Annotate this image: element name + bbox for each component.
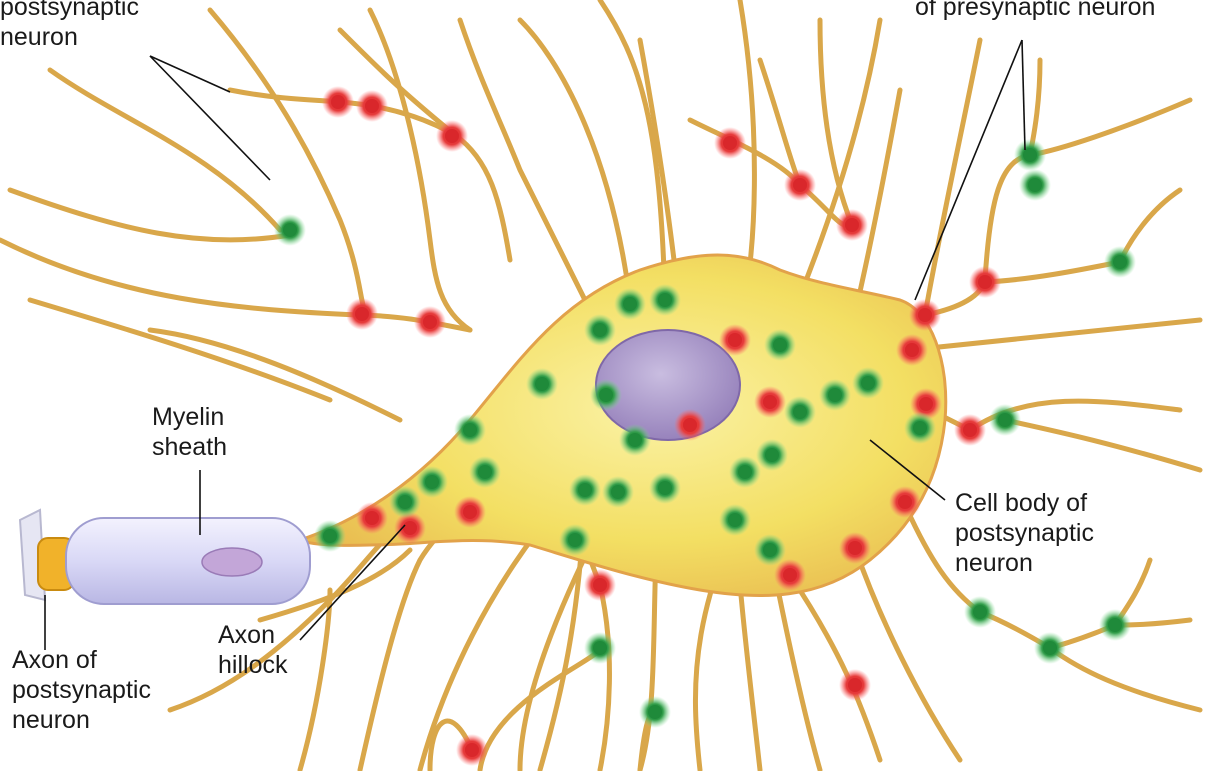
label-text: neuron bbox=[12, 705, 151, 735]
excitatory-synapse-terminal bbox=[898, 495, 912, 509]
label-cell-body: Cell body of postsynaptic neuron bbox=[955, 488, 1094, 578]
label-text: postsynaptic bbox=[12, 675, 151, 705]
inhibitory-synapse-terminal bbox=[861, 376, 875, 390]
excitatory-synapse-terminal bbox=[919, 397, 933, 411]
label-text: hillock bbox=[218, 650, 287, 680]
inhibitory-synapse-terminal bbox=[1113, 255, 1127, 269]
inhibitory-synapse-terminal bbox=[611, 485, 625, 499]
inhibitory-synapse-terminal bbox=[578, 483, 592, 497]
excitatory-synapse-terminal bbox=[463, 505, 477, 519]
excitatory-synapse-terminal bbox=[918, 308, 932, 322]
excitatory-synapse-terminal bbox=[683, 418, 697, 432]
excitatory-synapse-terminal bbox=[331, 95, 345, 109]
inhibitory-synapse-terminal bbox=[738, 465, 752, 479]
inhibitory-synapse-terminal bbox=[599, 388, 613, 402]
inhibitory-synapse-terminal bbox=[628, 433, 642, 447]
inhibitory-synapse-terminal bbox=[793, 405, 807, 419]
inhibitory-synapse-terminal bbox=[828, 388, 842, 402]
label-text: sheath bbox=[152, 432, 227, 462]
inhibitory-synapse-terminal bbox=[998, 413, 1012, 427]
excitatory-synapse-terminal bbox=[905, 343, 919, 357]
inhibitory-synapse-terminal bbox=[593, 323, 607, 337]
label-text: Axon bbox=[218, 620, 287, 650]
excitatory-synapse-terminal bbox=[723, 136, 737, 150]
excitatory-synapse-terminal bbox=[978, 275, 992, 289]
label-axon-postsynaptic: Axon of postsynaptic neuron bbox=[12, 645, 151, 735]
label-text: Cell body of bbox=[955, 488, 1094, 518]
inhibitory-synapse-terminal bbox=[323, 529, 337, 543]
myelin-sheath-shape bbox=[66, 518, 310, 604]
inhibitory-synapse-terminal bbox=[425, 475, 439, 489]
inhibitory-synapse-terminal bbox=[973, 605, 987, 619]
inhibitory-synapse-terminal bbox=[283, 223, 297, 237]
label-text: Myelin bbox=[152, 402, 227, 432]
inhibitory-synapse-terminal bbox=[763, 543, 777, 557]
label-dendrites-postsynaptic: postsynaptic neuron bbox=[0, 0, 139, 52]
excitatory-synapse-terminal bbox=[848, 541, 862, 555]
excitatory-synapse-terminal bbox=[403, 521, 417, 535]
inhibitory-synapse-terminal bbox=[593, 641, 607, 655]
excitatory-synapse-terminal bbox=[593, 578, 607, 592]
inhibitory-synapse-terminal bbox=[478, 465, 492, 479]
excitatory-synapse-terminal bbox=[848, 678, 862, 692]
label-text: postsynaptic bbox=[0, 0, 139, 22]
synapse-layer bbox=[274, 86, 1136, 766]
excitatory-synapse-terminal bbox=[763, 395, 777, 409]
excitatory-synapse-terminal bbox=[465, 743, 479, 757]
inhibitory-synapse-terminal bbox=[658, 293, 672, 307]
inhibitory-synapse-terminal bbox=[1108, 618, 1122, 632]
inhibitory-synapse-terminal bbox=[535, 377, 549, 391]
inhibitory-synapse-terminal bbox=[1028, 178, 1042, 192]
excitatory-synapse-terminal bbox=[963, 423, 977, 437]
inhibitory-synapse-terminal bbox=[1043, 641, 1057, 655]
inhibitory-synapse-terminal bbox=[648, 705, 662, 719]
label-myelin-sheath: Myelin sheath bbox=[152, 402, 227, 462]
label-text: Axon of bbox=[12, 645, 151, 675]
inhibitory-synapse-terminal bbox=[773, 338, 787, 352]
inhibitory-synapse-terminal bbox=[1023, 148, 1037, 162]
excitatory-synapse-terminal bbox=[783, 568, 797, 582]
inhibitory-synapse-terminal bbox=[623, 297, 637, 311]
excitatory-synapse-terminal bbox=[365, 511, 379, 525]
label-text: neuron bbox=[0, 22, 139, 52]
label-text: neuron bbox=[955, 548, 1094, 578]
inhibitory-synapse-terminal bbox=[913, 421, 927, 435]
excitatory-synapse-terminal bbox=[355, 307, 369, 321]
excitatory-synapse-terminal bbox=[365, 99, 379, 113]
inhibitory-synapse-terminal bbox=[728, 513, 742, 527]
excitatory-synapse-terminal bbox=[423, 315, 437, 329]
excitatory-synapse-terminal bbox=[793, 178, 807, 192]
inhibitory-synapse-terminal bbox=[463, 423, 477, 437]
inhibitory-synapse-terminal bbox=[658, 481, 672, 495]
schwann-nucleus-shape bbox=[202, 548, 262, 576]
excitatory-synapse-terminal bbox=[728, 333, 742, 347]
label-text: of presynaptic neuron bbox=[915, 0, 1155, 22]
excitatory-synapse-terminal bbox=[845, 218, 859, 232]
label-axon-hillock: Axon hillock bbox=[218, 620, 287, 680]
label-presynaptic-terminals: of presynaptic neuron bbox=[915, 0, 1155, 22]
inhibitory-synapse-terminal bbox=[398, 495, 412, 509]
inhibitory-synapse-terminal bbox=[568, 533, 582, 547]
inhibitory-synapse-terminal bbox=[765, 448, 779, 462]
label-text: postsynaptic bbox=[955, 518, 1094, 548]
excitatory-synapse-terminal bbox=[445, 129, 459, 143]
